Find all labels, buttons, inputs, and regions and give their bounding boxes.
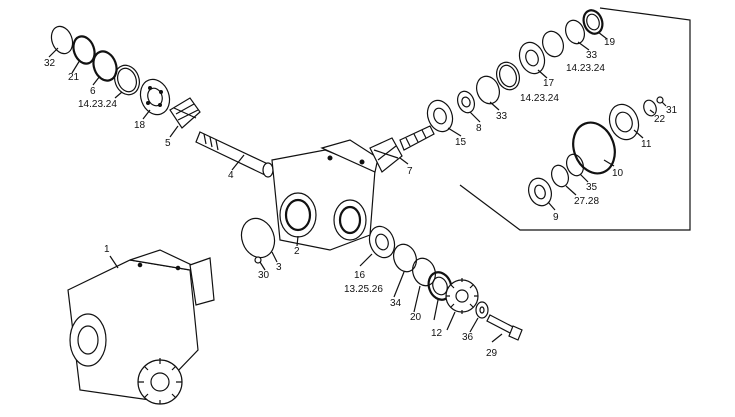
part-label-p13: 13.25.26 <box>344 284 383 295</box>
ring-21 <box>72 35 96 65</box>
part-label-p32: 32 <box>44 58 56 69</box>
part-label-p14c: 14.23.24 <box>566 63 605 74</box>
screw-30 <box>254 256 262 264</box>
circlip-32 <box>50 25 74 55</box>
part-label-p16: 16 <box>354 270 366 281</box>
shim-14-23-24-b <box>496 61 520 91</box>
part-label-p12: 12 <box>431 328 443 339</box>
part-label-p30: 30 <box>258 270 270 281</box>
ring-33-a <box>476 75 500 105</box>
part-label-p4: 4 <box>228 170 234 181</box>
bearing-11 <box>608 103 640 141</box>
shim-27-28 <box>550 164 570 188</box>
shim-35 <box>565 153 585 177</box>
housing-2 <box>271 139 379 251</box>
group-outline <box>459 7 691 231</box>
shim-14-23-24-a <box>114 64 140 96</box>
part-label-p17: 17 <box>543 78 555 89</box>
sprocket-12 <box>445 278 479 314</box>
assembly-1 <box>67 249 215 405</box>
part-label-p15: 15 <box>455 137 467 148</box>
splined-shaft <box>399 125 435 151</box>
part-label-p21: 21 <box>68 72 80 83</box>
cover-3 <box>240 217 276 259</box>
part-label-p8: 8 <box>476 123 482 134</box>
screw-31 <box>656 96 664 104</box>
bearing-16 <box>368 225 396 259</box>
part-label-p7: 7 <box>407 166 413 177</box>
part-labels: 3221614.23.2418541303271583314.23.241714… <box>44 37 678 359</box>
part-label-p10: 10 <box>612 168 624 179</box>
part-label-p2: 2 <box>294 246 300 257</box>
part-label-p14b: 14.23.24 <box>520 93 559 104</box>
part-label-p3: 3 <box>276 262 282 273</box>
part-label-p22: 22 <box>654 114 666 125</box>
nut-8 <box>456 90 476 114</box>
shaft-4 <box>195 131 274 178</box>
part-label-p27: 27.28 <box>574 196 599 207</box>
bevel-gear-5 <box>169 97 201 129</box>
part-label-p19: 19 <box>604 37 616 48</box>
part-label-p11: 11 <box>641 139 652 150</box>
bearing-9 <box>528 177 552 207</box>
leader-lines <box>48 31 667 343</box>
shim-13-25-26 <box>393 243 417 273</box>
part-label-p34: 34 <box>390 298 402 309</box>
part-label-p33b: 33 <box>586 50 598 61</box>
part-label-p9: 9 <box>553 212 559 223</box>
seal-20 <box>427 271 453 301</box>
washer-36 <box>475 301 489 319</box>
part-label-p18: 18 <box>134 120 146 131</box>
ring-6 <box>92 50 118 82</box>
bearing-17 <box>518 41 546 75</box>
part-label-p6: 6 <box>90 86 96 97</box>
part-label-p36: 36 <box>462 332 474 343</box>
part-label-p29: 29 <box>486 348 498 359</box>
part-label-p5: 5 <box>165 138 171 149</box>
shim-14-23-24-c <box>542 30 564 58</box>
part-label-p33a: 33 <box>496 111 508 122</box>
bearing-15 <box>426 99 454 133</box>
bevel-gear-7 <box>369 137 403 173</box>
part-label-p1: 1 <box>104 244 110 255</box>
bearing-18 <box>139 78 171 116</box>
part-label-p14a: 14.23.24 <box>78 99 117 110</box>
bolt-29 <box>486 314 523 341</box>
part-label-p20: 20 <box>410 312 422 323</box>
part-label-p35: 35 <box>586 182 598 193</box>
part-label-p31: 31 <box>666 105 678 116</box>
seal-19 <box>582 9 604 35</box>
